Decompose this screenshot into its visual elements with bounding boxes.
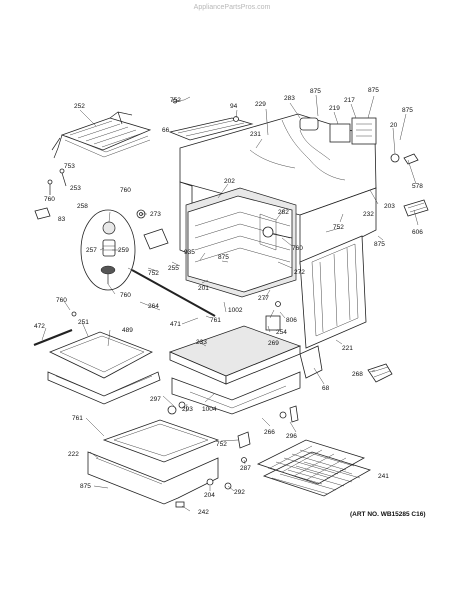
part-label: 231 bbox=[250, 131, 261, 138]
part-label: 201 bbox=[198, 285, 209, 292]
part-label: 204 bbox=[204, 492, 215, 499]
broil-pan-part bbox=[33, 328, 161, 405]
part-label: 253 bbox=[70, 185, 81, 192]
bake-element-part bbox=[127, 267, 216, 317]
part-label: 203 bbox=[384, 203, 395, 210]
part-label: 875 bbox=[218, 254, 229, 261]
part-label: 94 bbox=[230, 103, 238, 110]
part-label: 283 bbox=[284, 95, 295, 102]
part-label: 258 bbox=[77, 203, 88, 210]
part-label: 221 bbox=[342, 345, 353, 352]
part-label: 83 bbox=[58, 216, 66, 223]
part-label: 242 bbox=[198, 509, 209, 516]
part-label: 760 bbox=[44, 196, 55, 203]
part-label: 875 bbox=[368, 87, 379, 94]
part-label: 266 bbox=[264, 429, 275, 436]
part-label: 760 bbox=[120, 187, 131, 194]
part-label: 20 bbox=[390, 122, 398, 129]
part-label: 282 bbox=[278, 209, 289, 216]
part-label: 259 bbox=[118, 247, 129, 254]
part-label: 292 bbox=[234, 489, 245, 496]
part-label: 251 bbox=[78, 319, 89, 326]
part-label: 233 bbox=[196, 339, 207, 346]
oven-bottom-part bbox=[169, 315, 323, 419]
part-label: 806 bbox=[286, 317, 297, 324]
part-label: 761 bbox=[72, 415, 83, 422]
part-label: 255 bbox=[168, 265, 179, 272]
part-labels: 752 94 229 283 875 219 217 875 66 231 20… bbox=[34, 87, 423, 516]
part-label: 293 bbox=[182, 406, 193, 413]
oven-body-part bbox=[179, 113, 419, 298]
part-label: 875 bbox=[310, 88, 321, 95]
part-label: 268 bbox=[352, 371, 363, 378]
part-label: 241 bbox=[378, 473, 389, 480]
part-label: 222 bbox=[68, 451, 79, 458]
part-label: 753 bbox=[64, 163, 75, 170]
part-label: 471 bbox=[170, 321, 181, 328]
part-label: 269 bbox=[268, 340, 279, 347]
oven-light-assembly-part bbox=[80, 209, 146, 291]
part-label: 875 bbox=[402, 107, 413, 114]
leader-lines bbox=[41, 94, 419, 512]
part-label: 1004 bbox=[202, 406, 217, 413]
part-label: 277 bbox=[258, 295, 269, 302]
broil-element-part bbox=[51, 111, 152, 159]
oven-door-part bbox=[299, 235, 367, 349]
part-label: 875 bbox=[80, 483, 91, 490]
part-label: 297 bbox=[150, 396, 161, 403]
part-label: 217 bbox=[344, 97, 355, 104]
part-label: 273 bbox=[150, 211, 161, 218]
oven-rack-part bbox=[256, 439, 372, 497]
part-label: 875 bbox=[374, 241, 385, 248]
part-label: 752 bbox=[333, 224, 344, 231]
art-number: (ART NO. WB15285 C16) bbox=[350, 511, 426, 518]
part-label: 272 bbox=[294, 269, 305, 276]
part-label: 760 bbox=[292, 245, 303, 252]
part-label: 761 bbox=[210, 317, 221, 324]
part-label: 232 bbox=[363, 211, 374, 218]
part-label: 254 bbox=[276, 329, 287, 336]
part-label: 229 bbox=[255, 101, 266, 108]
part-label: 760 bbox=[56, 297, 67, 304]
part-label: 287 bbox=[240, 465, 251, 472]
part-label: 219 bbox=[329, 105, 340, 112]
part-label: 296 bbox=[286, 433, 297, 440]
misc-small-parts bbox=[71, 199, 429, 463]
part-label: 606 bbox=[412, 229, 423, 236]
part-label: 578 bbox=[412, 183, 423, 190]
part-label: 489 bbox=[122, 327, 133, 334]
part-label: 760 bbox=[120, 292, 131, 299]
part-label: 264 bbox=[148, 303, 159, 310]
part-label: 1002 bbox=[228, 307, 243, 314]
part-label: 472 bbox=[34, 323, 45, 330]
part-label: 257 bbox=[86, 247, 97, 254]
part-label: 252 bbox=[74, 103, 85, 110]
storage-drawer-part bbox=[87, 419, 232, 508]
part-label: 68 bbox=[322, 385, 330, 392]
part-label: 935 bbox=[184, 249, 195, 256]
part-label: 752 bbox=[148, 270, 159, 277]
screw-parts-left bbox=[34, 168, 67, 220]
part-label: 202 bbox=[224, 178, 235, 185]
part-label: 66 bbox=[162, 127, 170, 134]
part-label: 752 bbox=[216, 441, 227, 448]
part-label: 752 bbox=[170, 97, 181, 104]
watermark: AppliancePartsPros.com bbox=[194, 4, 271, 11]
